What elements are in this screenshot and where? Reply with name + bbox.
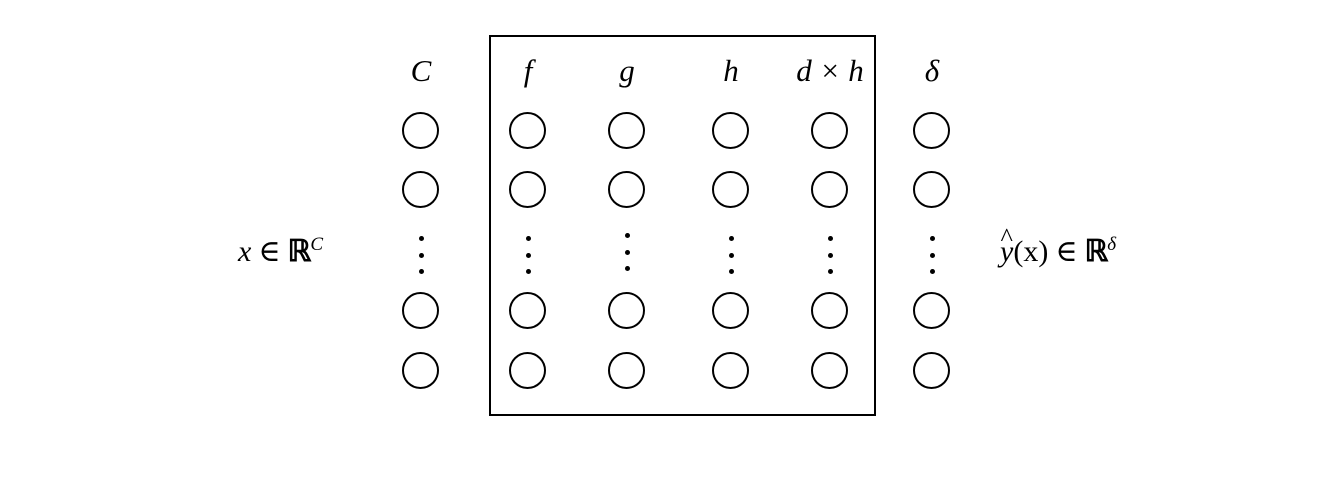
neuron-output-3 [913,292,950,329]
ellipsis-hidden-g [617,233,637,271]
neuron-hidden-f-2 [509,171,546,208]
column-header-input: C [410,53,432,88]
input-space-exponent: C [310,234,323,255]
output-variable: ^y [1000,223,1014,268]
neuron-hidden-f-4 [509,352,546,389]
dot [827,236,833,241]
dot [418,269,424,274]
dot [827,252,833,258]
neuron-hidden-f-1 [509,112,546,149]
input-relation: ∈ [258,235,281,268]
neuron-hidden-g-3 [608,292,645,329]
dot [525,269,531,274]
dot [929,269,935,274]
dot [624,233,630,238]
neuron-input-2 [402,171,439,208]
neuron-input-1 [402,112,439,149]
neuron-output-2 [913,171,950,208]
dot [929,236,935,241]
dot [418,236,424,241]
dot [728,269,734,274]
dot [525,236,531,241]
output-variable-letter: y [1000,235,1014,268]
dot [728,252,734,258]
dot [728,236,734,241]
neuron-hidden-g-1 [608,112,645,149]
dot [624,249,630,255]
column-header-output: δ [924,53,940,88]
dot [624,266,630,271]
input-space-label: x∈ℝC [238,234,323,268]
input-space-symbol: ℝ [287,235,312,268]
hidden-layers-group-box [489,35,876,416]
dot [827,269,833,274]
dot [418,252,424,258]
neuron-hidden-h-2 [712,171,749,208]
output-space-exponent: δ [1107,234,1117,255]
ellipsis-hidden-h [721,236,741,274]
dot [525,252,531,258]
neuron-output-1 [913,112,950,149]
column-header-hidden-h: h [723,53,739,88]
neuron-hidden-h-1 [712,112,749,149]
neuron-hidden-h-3 [712,292,749,329]
neuron-hidden-dxh-1 [811,112,848,149]
neuron-hidden-dxh-2 [811,171,848,208]
input-variable: x [238,235,252,268]
neuron-hidden-g-4 [608,352,645,389]
column-header-hidden-dxh: d × h [796,53,864,88]
output-relation: ∈ [1055,235,1078,268]
hat-accent: ^ [1000,221,1013,252]
ellipsis-output [922,236,942,274]
ellipsis-input [411,236,431,274]
column-header-hidden-f: f [523,53,533,88]
neuron-hidden-h-4 [712,352,749,389]
neuron-hidden-f-3 [509,292,546,329]
neuron-hidden-dxh-4 [811,352,848,389]
column-header-hidden-g: g [619,53,635,88]
ellipsis-hidden-f [518,236,538,274]
neuron-hidden-dxh-3 [811,292,848,329]
neuron-input-4 [402,352,439,389]
ellipsis-hidden-dxh [820,236,840,274]
neuron-input-3 [402,292,439,329]
neuron-output-4 [913,352,950,389]
output-space-label: ^y(x)∈ℝδ [1000,223,1117,268]
dot [929,252,935,258]
neuron-hidden-g-2 [608,171,645,208]
output-argument: (x) [1013,235,1049,268]
output-space-symbol: ℝ [1084,235,1109,268]
